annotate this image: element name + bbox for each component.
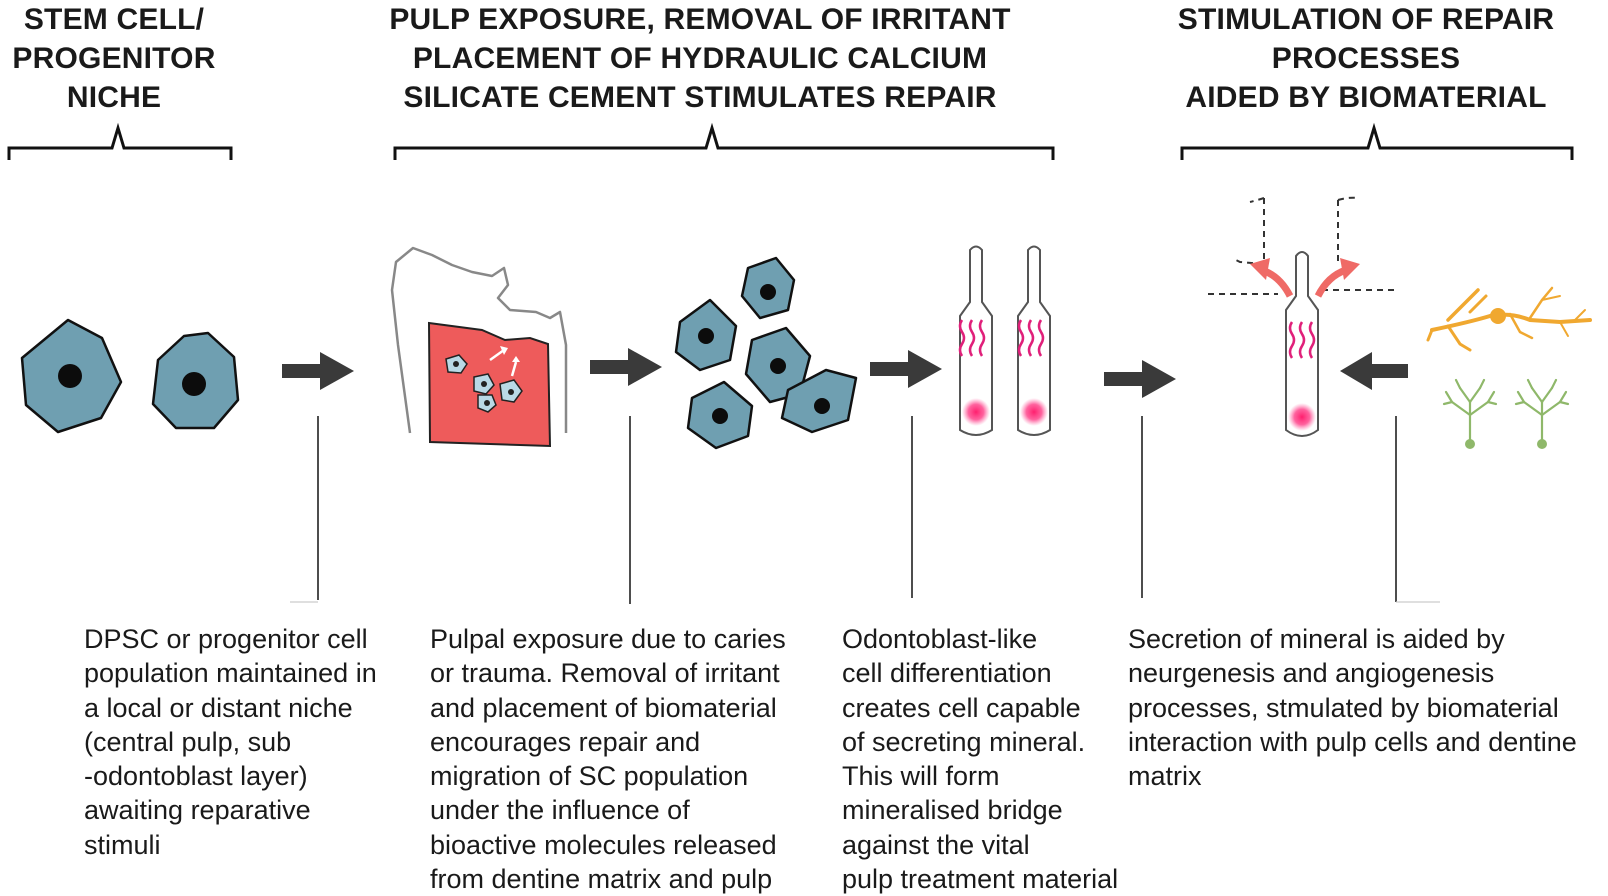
- exposure-brace: [393, 122, 1055, 160]
- migrating-cell: [445, 354, 468, 374]
- stimulation-brace: [1180, 122, 1574, 160]
- description-line: Pulpal exposure due to caries: [430, 624, 786, 654]
- description-line: Secretion of mineral is aided by: [1128, 624, 1505, 654]
- heading-line: PROCESSES: [1271, 42, 1461, 75]
- description-line: encourages repair and: [430, 726, 701, 757]
- odontoblast-cell: [958, 245, 993, 436]
- heading-line: PULP EXPOSURE, REMOVAL OF IRRITANT: [389, 3, 1011, 36]
- heading-line: SILICATE CEMENT STIMULATES REPAIR: [403, 81, 997, 114]
- stem-cell-1-nucleus: [58, 364, 82, 388]
- description-exposure: Pulpal exposure due to caries or trauma.…: [430, 622, 786, 896]
- tooth-illustration: [390, 246, 568, 448]
- description-line: or trauma. Removal of irritant: [430, 658, 780, 689]
- description-line: stimuli: [84, 829, 161, 860]
- mineral-flow-arrow-right: [1314, 258, 1360, 298]
- description-line: bioactive molecules released: [430, 829, 777, 860]
- description-line: creates cell capable: [842, 692, 1081, 723]
- description-line: This will form: [842, 761, 1000, 792]
- heading-line: NICHE: [66, 81, 162, 114]
- heading-stimulation-of-repair: STIMULATION OF REPAIR PROCESSES AIDED BY…: [1156, 0, 1576, 117]
- neuron-icon: [1426, 286, 1592, 352]
- description-line: pulp treatment material: [842, 864, 1119, 895]
- description-line: mineralised bridge: [842, 795, 1063, 826]
- description-differentiation: Odontoblast-like cell differentiation cr…: [842, 622, 1118, 896]
- arrow-right-4: [1104, 360, 1176, 398]
- secreting-cell: [1208, 196, 1396, 437]
- description-secretion: Secretion of mineral is aided by neurgen…: [1128, 622, 1577, 793]
- description-line: cell differentiation: [842, 658, 1052, 689]
- mineral-flow-arrow-left: [1250, 258, 1294, 298]
- description-line: Odontoblast-like: [842, 624, 1038, 654]
- description-line: population maintained in: [84, 658, 377, 689]
- description-line: of secreting mineral.: [842, 726, 1086, 757]
- description-niche: DPSC or progenitor cell population maint…: [84, 622, 377, 862]
- migrating-cell: [473, 373, 495, 395]
- description-line: neurgenesis and angiogenesis: [1128, 658, 1495, 689]
- heading-stem-cell-niche: STEM CELL/ PROGENITOR NICHE: [0, 0, 228, 117]
- description-line: from dentine matrix and pulp: [430, 864, 773, 895]
- heading-line: AIDED BY BIOMATERIAL: [1185, 81, 1547, 114]
- stem-cell-2-nucleus: [182, 372, 206, 396]
- cell-cluster: [674, 256, 858, 450]
- niche-brace: [7, 122, 233, 160]
- odontoblast-cell: [1017, 245, 1051, 436]
- description-line: under the influence of: [430, 795, 690, 826]
- description-line: (central pulp, sub: [84, 726, 292, 757]
- description-line: and placement of biomaterial: [430, 692, 777, 723]
- heading-line: PROGENITOR: [12, 42, 216, 75]
- description-line: interaction with pulp cells and dentine: [1128, 726, 1577, 757]
- arrow-left-5: [1340, 352, 1408, 390]
- heading-line: PLACEMENT OF HYDRAULIC CALCIUM: [412, 42, 988, 75]
- migrating-cell: [477, 394, 497, 413]
- description-line: migration of SC population: [430, 761, 749, 792]
- arrow-right-1: [282, 352, 354, 390]
- heading-pulp-exposure: PULP EXPOSURE, REMOVAL OF IRRITANT PLACE…: [350, 0, 1050, 117]
- heading-line: STIMULATION OF REPAIR: [1177, 3, 1555, 36]
- heading-line: STEM CELL/: [23, 3, 205, 36]
- description-line: matrix: [1128, 761, 1202, 792]
- description-line: DPSC or progenitor cell: [84, 624, 368, 654]
- blood-vessel-icon: [1442, 378, 1498, 449]
- description-line: -odontoblast layer): [84, 761, 308, 792]
- description-line: awaiting reparative: [84, 795, 311, 826]
- arrow-right-2: [590, 348, 662, 386]
- arrow-right-3: [870, 350, 942, 388]
- migrating-cell: [499, 379, 523, 403]
- description-line: against the vital: [842, 829, 1030, 860]
- description-line: a local or distant niche: [84, 692, 353, 723]
- blood-vessel-icon: [1514, 378, 1570, 449]
- description-line: processes, stmulated by biomaterial: [1128, 692, 1559, 723]
